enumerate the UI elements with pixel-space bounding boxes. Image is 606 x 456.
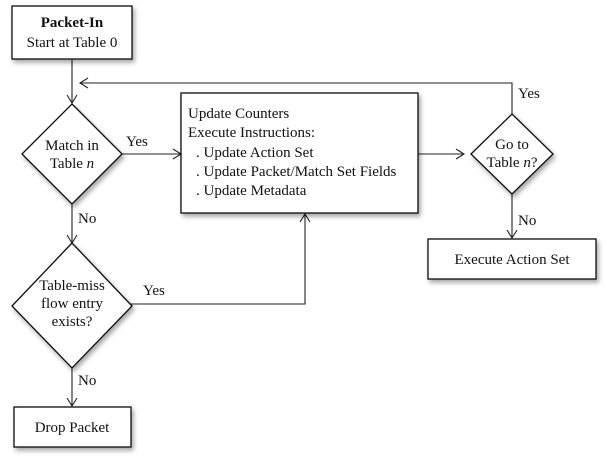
update-node: Update Counters Execute Instructions: . … (180, 92, 419, 214)
table-miss-line3: exists? (52, 314, 93, 330)
label-miss-yes: Yes (143, 283, 165, 299)
table-miss-node: Table-miss flow entry exists? (11, 242, 133, 369)
arrowhead (66, 397, 78, 408)
arrowhead (66, 94, 78, 105)
arrowhead (78, 77, 89, 89)
drop-node: Drop Packet (13, 406, 132, 448)
packet-in-node: Packet-In Start at Table 0 (11, 5, 133, 60)
table-miss-diamond (11, 242, 133, 369)
update-line-fields: . Update Packet/Match Set Fields (196, 164, 397, 180)
arrowhead (299, 212, 311, 223)
match-line2: Table n (50, 156, 94, 172)
goto-line2-var: n (523, 155, 531, 171)
edge-goto-loop (80, 82, 513, 114)
goto-line1: Go to (495, 137, 529, 153)
label-goto-no: No (518, 213, 536, 229)
match-line2-var: n (87, 156, 95, 172)
execute-node: Execute Action Set (427, 238, 597, 280)
match-line1: Match in (45, 138, 99, 154)
match-node: Match in Table n (21, 103, 123, 205)
update-box (180, 92, 419, 214)
edge-labels: Yes No Yes No Yes No (78, 86, 540, 389)
match-line2-prefix: Table (50, 156, 87, 172)
packet-in-title: Packet-In (41, 15, 104, 31)
table-miss-line1: Table-miss (39, 278, 105, 294)
update-line-action-set: . Update Action Set (196, 145, 314, 161)
drop-label: Drop Packet (35, 420, 110, 436)
execute-box (427, 238, 597, 280)
goto-line2-prefix: Table (486, 155, 523, 171)
goto-node: Go to Table n? (470, 113, 554, 195)
update-line-counters: Update Counters (188, 106, 289, 122)
drop-box (13, 406, 132, 448)
label-match-no: No (78, 211, 96, 227)
match-diamond (21, 103, 123, 205)
table-miss-line2: flow entry (41, 296, 104, 312)
goto-line2-suffix: ? (531, 155, 538, 171)
packet-in-box (11, 5, 133, 60)
label-match-yes: Yes (126, 134, 148, 150)
execute-label: Execute Action Set (455, 252, 571, 268)
update-line-instructions: Execute Instructions: (188, 125, 315, 141)
arrowhead (506, 229, 518, 240)
label-miss-no: No (78, 373, 96, 389)
update-line-metadata: . Update Metadata (196, 183, 307, 199)
arrowhead (455, 148, 466, 160)
packet-in-subtitle: Start at Table 0 (27, 35, 118, 51)
goto-diamond (470, 113, 554, 195)
goto-line2: Table n? (486, 155, 537, 171)
edge-miss-to-update (130, 214, 306, 305)
connectors (66, 60, 518, 408)
label-goto-yes: Yes (518, 86, 540, 102)
